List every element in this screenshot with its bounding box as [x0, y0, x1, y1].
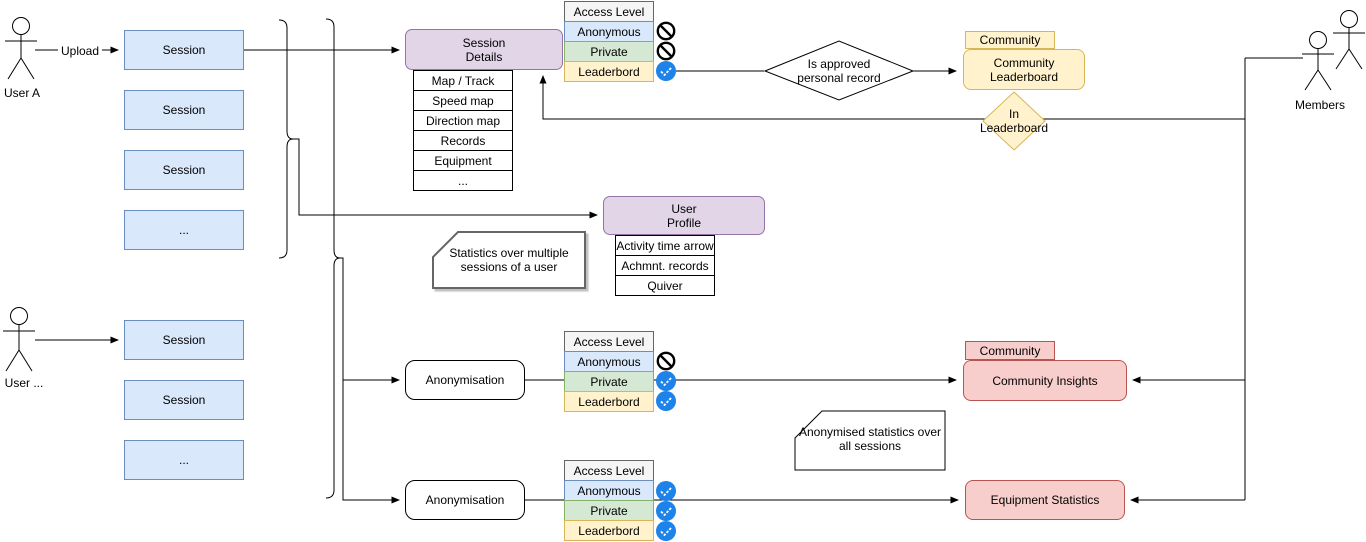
- in-leaderboard-label: In Leaderboard: [954, 107, 1074, 135]
- note-user-stats-content: Statistics over multiple sessions of a u…: [449, 246, 569, 274]
- check-circle-icon: [655, 390, 677, 412]
- access-row-anonymous: Anonymous: [564, 480, 654, 501]
- no-entry-icon: [655, 350, 677, 372]
- session-box: Session: [124, 380, 244, 420]
- user-other-figure: [3, 307, 35, 372]
- brace-all-sessions: [325, 18, 341, 499]
- no-entry-icon: [655, 20, 677, 42]
- user-profile-row: Quiver: [615, 275, 715, 296]
- session-details-row: Direction map: [413, 110, 513, 131]
- decision-diamond-text: Is approved personal record: [797, 57, 881, 85]
- access-row-private: Private: [564, 371, 654, 392]
- brace-user-a-sessions: [278, 19, 294, 259]
- access-level-header: Access Level: [564, 460, 654, 481]
- connectors: [35, 46, 1303, 504]
- session-details-row: Equipment: [413, 150, 513, 171]
- anonymisation-node-top: Anonymisation: [405, 360, 525, 400]
- check-circle-icon: [655, 520, 677, 542]
- user-profile-node: User Profile: [603, 196, 765, 235]
- upload-label: Upload: [58, 44, 102, 58]
- access-row-leaderboard: Leaderbord: [564, 520, 654, 541]
- session-details-row: Map / Track: [413, 70, 513, 91]
- user-profile-row: Achmnt. records: [615, 255, 715, 276]
- user-profile-row: Activity time arrow: [615, 235, 715, 256]
- session-box: Session: [124, 90, 244, 130]
- note-user-stats-shape: [432, 231, 586, 289]
- session-box: Session: [124, 30, 244, 70]
- community-leaderboard-node: Community Leaderboard: [963, 49, 1085, 90]
- equipment-statistics-node: Equipment Statistics: [965, 480, 1125, 520]
- note-anon-stats-shape: [794, 410, 946, 471]
- in-leaderboard-text: In Leaderboard: [979, 107, 1049, 135]
- check-circle-icon: [655, 500, 677, 522]
- user-other-label: User ...: [4, 376, 44, 390]
- access-row-private: Private: [564, 500, 654, 521]
- note-user-stats-text: Statistics over multiple sessions of a u…: [438, 246, 580, 274]
- session-details-row: ...: [413, 170, 513, 191]
- in-leaderboard-diamond-shape: [982, 91, 1046, 151]
- check-circle-icon: [655, 60, 677, 82]
- members-label: Members: [1294, 98, 1345, 112]
- user-a-figure: [5, 17, 37, 80]
- check-circle-icon: [655, 480, 677, 502]
- community-leaderboard-tab: Community: [965, 31, 1055, 49]
- session-details-title: Session Details: [462, 35, 506, 64]
- community-insights-tab: Community: [965, 341, 1055, 360]
- session-box-more: ...: [124, 440, 244, 480]
- session-details-row: Speed map: [413, 90, 513, 111]
- access-row-anonymous: Anonymous: [564, 21, 654, 42]
- access-row-leaderboard: Leaderbord: [564, 391, 654, 412]
- user-profile-title: User Profile: [666, 201, 701, 230]
- community-leaderboard-title: Community Leaderboard: [989, 55, 1059, 84]
- access-row-private: Private: [564, 41, 654, 62]
- session-box-more: ...: [124, 210, 244, 250]
- members-figures: [1302, 10, 1365, 91]
- note-anon-stats-content: Anonymised statistics over all sessions: [798, 425, 942, 453]
- session-box: Session: [124, 150, 244, 190]
- decision-diamond-shape: [763, 40, 915, 101]
- access-level-header: Access Level: [564, 1, 654, 22]
- note-anon-stats-text: Anonymised statistics over all sessions: [788, 424, 952, 454]
- session-details-node: Session Details: [405, 29, 563, 70]
- session-details-row: Records: [413, 130, 513, 151]
- anonymisation-node-bottom: Anonymisation: [405, 480, 525, 520]
- no-entry-icon: [655, 40, 677, 62]
- community-insights-node: Community Insights: [963, 360, 1127, 401]
- access-row-anonymous: Anonymous: [564, 351, 654, 372]
- decision-diamond-label: Is approved personal record: [779, 57, 899, 85]
- session-box: Session: [124, 320, 244, 360]
- access-row-leaderboard: Leaderbord: [564, 61, 654, 82]
- user-a-label: User A: [3, 86, 40, 100]
- check-circle-icon: [655, 370, 677, 392]
- access-level-header: Access Level: [564, 331, 654, 352]
